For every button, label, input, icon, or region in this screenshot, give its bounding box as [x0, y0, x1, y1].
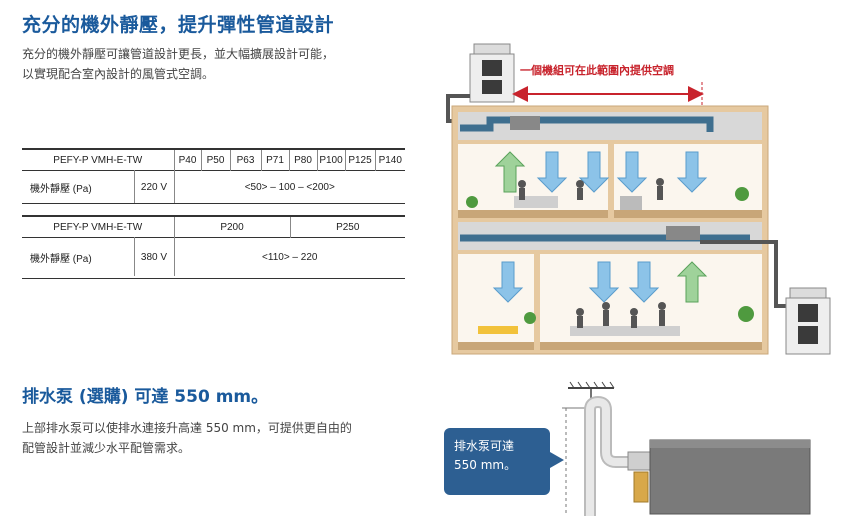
- table2-data-row: 機外靜壓 (Pa) 380 V <110> – 220: [22, 237, 405, 276]
- table2-header-row: PEFY-P VMH-E-TW P200 P250: [22, 217, 405, 238]
- table2-row-label: 機外靜壓 (Pa): [30, 253, 92, 265]
- table2-voltage: 380 V: [133, 237, 174, 276]
- callout-line1: 排水泵可達: [454, 439, 515, 453]
- table1-col: P50: [200, 150, 230, 171]
- callout-line2: 550 mm。: [454, 458, 517, 472]
- table1-bottom-rule: [22, 203, 405, 204]
- section1-line2: 以實現配合室內設計的風管式空調。: [22, 67, 215, 81]
- table1-col: P80: [288, 150, 317, 171]
- table1-top-rule: [22, 148, 405, 150]
- plants: [466, 187, 754, 324]
- indoor-unit-body: [649, 439, 811, 515]
- table1-col: P100: [316, 150, 345, 171]
- section2-line2: 配管設計並減少水平配管需求。: [22, 441, 191, 455]
- table1-col: P63: [229, 150, 261, 171]
- table1-value: <50> – 100 – <200>: [173, 170, 405, 203]
- table1-col: P40: [173, 150, 201, 171]
- table1-col: P125: [344, 150, 375, 171]
- table1-header-row: PEFY-P VMH-E-TW P40 P50 P63 P71 P80 P100…: [22, 150, 405, 171]
- table1-model: PEFY-P VMH-E-TW: [53, 154, 143, 166]
- section2-title: 排水泵 (選購) 可達 550 mm。: [22, 387, 269, 407]
- table2-col: P200: [173, 217, 290, 238]
- spec-table-220v: PEFY-P VMH-E-TW P40 P50 P63 P71 P80 P100…: [22, 150, 405, 203]
- return-air-arrows: [494, 151, 708, 303]
- spec-table-380v: PEFY-P VMH-E-TW P200 P250 機外靜壓 (Pa) 380 …: [22, 217, 405, 276]
- building-diagram: 一個機組可在此範圍內提供空調: [430, 36, 840, 358]
- outdoor-unit-roof: [469, 43, 515, 103]
- indoor-unit-upper: [510, 116, 540, 130]
- section1-title: 充分的機外靜壓，提升彈性管道設計: [22, 14, 335, 36]
- section2-line1: 上部排水泵可以使排水連接升高達 550 mm，可提供更自由的: [22, 421, 352, 435]
- range-label: 一個機組可在此範圍內提供空調: [520, 63, 674, 77]
- table1-data-row: 機外靜壓 (Pa) 220 V <50> – 100 – <200>: [22, 170, 405, 203]
- table2-top-rule: [22, 215, 405, 217]
- table2-bottom-rule: [22, 278, 405, 279]
- table1-col: P140: [374, 150, 405, 171]
- drain-pump-diagram: [556, 380, 818, 520]
- callout-tail: [550, 452, 564, 468]
- table2-col: P250: [289, 217, 405, 238]
- table2-value: <110> – 220: [173, 237, 405, 276]
- indoor-unit-lower: [666, 226, 700, 240]
- table2-model: PEFY-P VMH-E-TW: [53, 221, 143, 233]
- table1-row-label: 機外靜壓 (Pa): [30, 183, 92, 195]
- section1-line1: 充分的機外靜壓可讓管道設計更長，並大幅擴展設計可能，: [22, 47, 335, 61]
- table1-voltage: 220 V: [133, 170, 174, 203]
- outdoor-unit-side: [785, 287, 831, 355]
- drain-callout: 排水泵可達 550 mm。: [444, 428, 550, 495]
- table1-col: P71: [260, 150, 289, 171]
- airflow-arrows: [492, 151, 708, 303]
